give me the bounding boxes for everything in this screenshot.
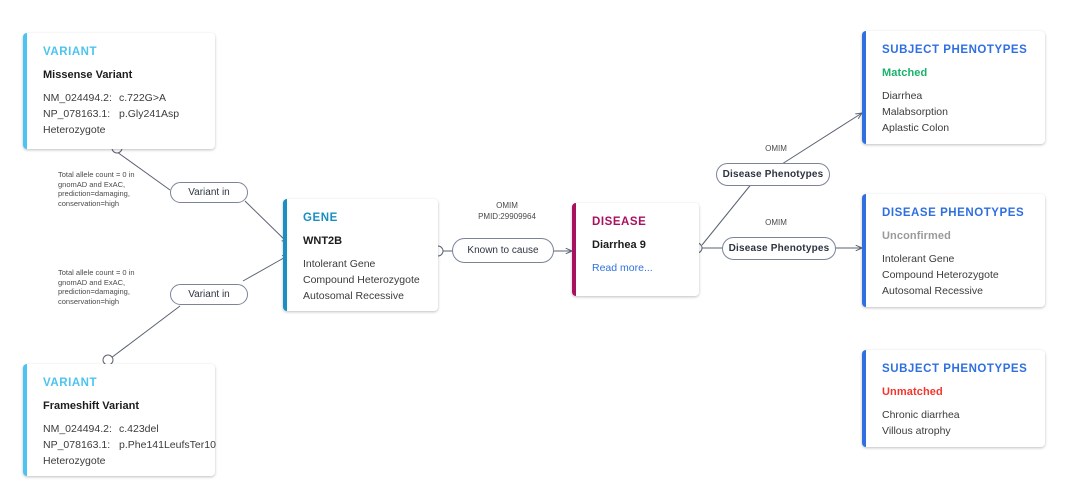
card-accent-bar bbox=[862, 350, 866, 447]
card-title: VARIANT bbox=[43, 377, 98, 389]
card-title: SUBJECT PHENOTYPES bbox=[882, 363, 1028, 375]
variant-protein-row: NP_078163.1: p.Gly241Asp bbox=[43, 106, 201, 122]
card-title: VARIANT bbox=[43, 46, 98, 58]
card-subtitle: Missense Variant bbox=[43, 69, 133, 81]
omim-label-phenotype-top: OMIM bbox=[765, 144, 787, 153]
card-gene[interactable]: GENE WNT2B Intolerant Gene Compound Hete… bbox=[283, 199, 438, 311]
card-accent-bar bbox=[283, 199, 287, 311]
protein-change: p.Gly241Asp bbox=[119, 108, 180, 120]
edge-pill-disease-phenotypes-bottom[interactable]: Disease Phenotypes bbox=[722, 237, 836, 260]
card-accent-bar bbox=[862, 194, 866, 307]
card-accent-bar bbox=[23, 364, 27, 476]
card-variant-frameshift[interactable]: VARIANT Frameshift Variant NM_024494.2: … bbox=[23, 364, 216, 476]
status-badge: Matched bbox=[882, 67, 928, 79]
variant-transcript-row: NM_024494.2: c.423del bbox=[43, 421, 201, 437]
zygosity: Heterozygote bbox=[43, 455, 106, 467]
card-accent-bar bbox=[572, 203, 576, 296]
pmid-label-gene-disease: PMID:29909964 bbox=[478, 212, 536, 221]
card-title: SUBJECT PHENOTYPES bbox=[882, 44, 1028, 56]
omim-label-phenotype-bottom: OMIM bbox=[765, 218, 787, 227]
edge-annotation-bottom: Total allele count = 0 in gnomAD and ExA… bbox=[58, 268, 135, 306]
phenotype-item: Villous atrophy bbox=[882, 425, 951, 437]
zygosity: Heterozygote bbox=[43, 124, 106, 136]
card-subject-phenotypes-matched[interactable]: SUBJECT PHENOTYPES Matched Diarrhea Mala… bbox=[862, 31, 1045, 144]
read-more-link[interactable]: Read more... bbox=[592, 262, 653, 274]
transcript-id: NM_024494.2: bbox=[43, 92, 112, 104]
status-badge: Unconfirmed bbox=[882, 230, 951, 242]
card-title: GENE bbox=[303, 212, 338, 224]
phenotype-item: Diarrhea bbox=[882, 90, 923, 102]
edge-annotation-top: Total allele count = 0 in gnomAD and ExA… bbox=[58, 170, 135, 208]
omim-label-gene-disease: OMIM bbox=[496, 201, 518, 210]
variant-transcript-row: NM_024494.2: c.722G>A bbox=[43, 90, 201, 106]
protein-id: NP_078163.1: bbox=[43, 108, 111, 120]
cdna-change: c.423del bbox=[119, 423, 159, 435]
card-disease[interactable]: DISEASE Diarrhea 9 Read more... bbox=[572, 203, 699, 296]
edge-pill-disease-phenotypes-top[interactable]: Disease Phenotypes bbox=[716, 163, 830, 186]
edge-pill-known-to-cause[interactable]: Known to cause bbox=[452, 238, 554, 263]
phenotype-item: Aplastic Colon bbox=[882, 122, 950, 134]
transcript-id: NM_024494.2: bbox=[43, 423, 112, 435]
card-subtitle: Frameshift Variant bbox=[43, 400, 139, 412]
gene-attribute: Intolerant Gene bbox=[303, 258, 376, 270]
gene-symbol: WNT2B bbox=[303, 235, 343, 247]
protein-id: NP_078163.1: bbox=[43, 439, 111, 451]
protein-change: p.Phe141LeufsTer10 bbox=[119, 439, 216, 451]
gene-attribute: Compound Heterozygote bbox=[303, 274, 420, 286]
gene-attribute: Autosomal Recessive bbox=[303, 290, 404, 302]
card-variant-missense[interactable]: VARIANT Missense Variant NM_024494.2: c.… bbox=[23, 33, 215, 149]
cdna-change: c.722G>A bbox=[119, 92, 166, 104]
phenotype-item: Malabsorption bbox=[882, 106, 948, 118]
phenotype-item: Intolerant Gene bbox=[882, 253, 955, 265]
phenotype-item: Compound Heterozygote bbox=[882, 269, 999, 281]
card-title: DISEASE bbox=[592, 216, 647, 228]
phenotype-item: Autosomal Recessive bbox=[882, 285, 983, 297]
card-subject-phenotypes-unmatched[interactable]: SUBJECT PHENOTYPES Unmatched Chronic dia… bbox=[862, 350, 1045, 447]
edge-pill-variant-in-top[interactable]: Variant in bbox=[170, 182, 248, 203]
card-accent-bar bbox=[862, 31, 866, 144]
status-badge: Unmatched bbox=[882, 386, 943, 398]
edge-pill-variant-in-bottom[interactable]: Variant in bbox=[170, 284, 248, 305]
disease-name: Diarrhea 9 bbox=[592, 239, 646, 251]
card-title: DISEASE PHENOTYPES bbox=[882, 207, 1025, 219]
card-disease-phenotypes[interactable]: DISEASE PHENOTYPES Unconfirmed Intoleran… bbox=[862, 194, 1045, 307]
variant-protein-row: NP_078163.1: p.Phe141LeufsTer10 bbox=[43, 437, 216, 453]
card-accent-bar bbox=[23, 33, 27, 149]
phenotype-item: Chronic diarrhea bbox=[882, 409, 960, 421]
